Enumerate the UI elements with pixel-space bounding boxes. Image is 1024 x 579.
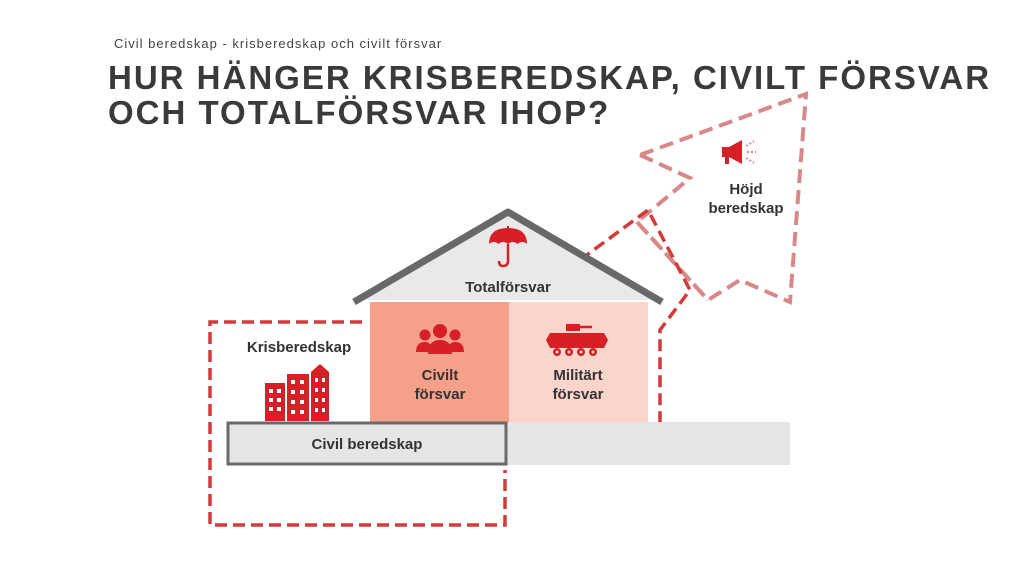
title-line-1: HUR HÄNGER KRISBEREDSKAP, CIVILT FÖRSVAR <box>108 59 992 96</box>
military-defense-label-line2: försvar <box>553 386 604 403</box>
military-defense-label-line1: Militärt <box>553 367 602 384</box>
megaphone-icon <box>722 140 756 164</box>
civil-readiness-label: Civil beredskap <box>312 436 423 453</box>
raised-readiness-label-line2: beredskap <box>708 200 783 217</box>
title-line-2: OCH TOTALFÖRSVAR IHOP? <box>108 94 611 131</box>
dashed-path-left <box>208 320 507 527</box>
subtitle: Civil beredskap - krisberedskap och civi… <box>114 36 443 51</box>
military-defense-box <box>509 302 648 422</box>
buildings-icon <box>265 364 329 421</box>
dashed-path-inner <box>578 207 693 440</box>
people-icon <box>416 324 464 354</box>
tank-icon <box>546 324 608 356</box>
krisberedskap-label: Krisberedskap <box>247 339 351 356</box>
totalforsvar-label: Totalförsvar <box>465 279 551 296</box>
raised-readiness-arrow <box>634 91 809 305</box>
civil-readiness-box <box>226 421 508 466</box>
page-title: HUR HÄNGER KRISBEREDSKAP, CIVILT FÖRSVAR… <box>108 60 1008 130</box>
umbrella-icon <box>489 226 527 268</box>
civil-defense-label-line1: Civilt <box>422 367 459 384</box>
civil-defense-box <box>370 302 509 422</box>
raised-readiness-label-line1: Höjd <box>729 181 762 198</box>
civil-defense-label-line2: försvar <box>415 386 466 403</box>
